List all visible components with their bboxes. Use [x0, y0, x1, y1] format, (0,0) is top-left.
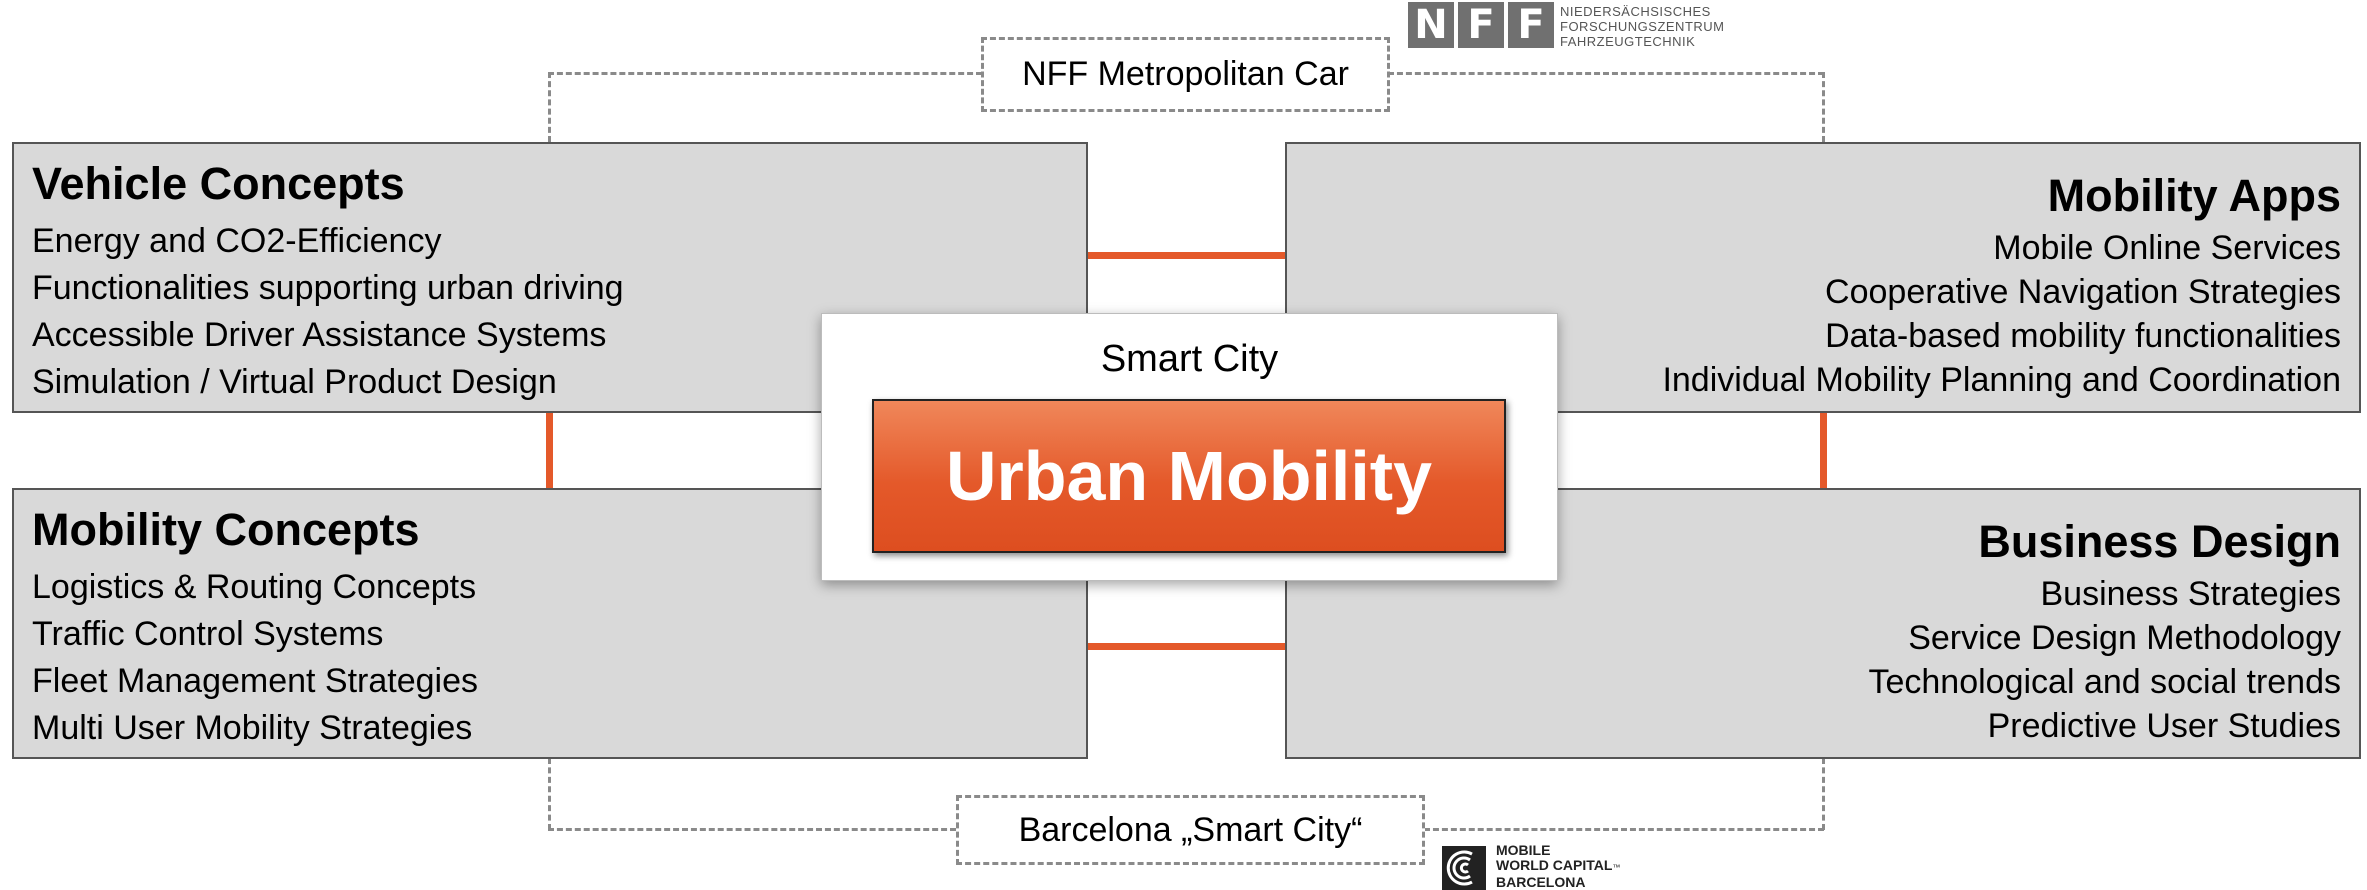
nff-letter-f1: F [1458, 2, 1504, 48]
dashed-connector-top-left [548, 72, 551, 142]
top-label-box: NFF Metropolitan Car [981, 37, 1390, 112]
list-item: Data-based mobility functionalities [1825, 317, 2341, 355]
bottom-label-box: Barcelona „Smart City“ [956, 795, 1425, 865]
mwc-logo-line: WORLD CAPITAL [1496, 857, 1613, 873]
list-item: Technological and social trends [1868, 663, 2341, 701]
list-item: Multi User Mobility Strategies [32, 709, 473, 747]
dashed-connector-bottom-left [548, 758, 551, 830]
nff-logo-text: NIEDERSÄCHSISCHES FORSCHUNGSZENTRUM FAHR… [1560, 4, 1725, 49]
connector-top [1085, 252, 1288, 259]
connector-left [546, 410, 553, 490]
business-design-title: Business Design [1978, 516, 2341, 567]
nff-letter-n: N [1408, 2, 1454, 48]
list-item: Business Strategies [2040, 575, 2342, 613]
center-subtitle: Smart City [1100, 338, 1279, 380]
mwc-logo-tm: ™ [1612, 863, 1621, 872]
list-item: Mobile Online Services [1993, 229, 2341, 267]
dashed-connector-bottom-right [1822, 758, 1825, 830]
list-item: Predictive User Studies [1987, 707, 2341, 745]
list-item: Energy and CO2-Efficiency [32, 222, 442, 260]
dashed-connector-top-right [1822, 72, 1825, 142]
nff-logo-line: FAHRZEUGTECHNIK [1560, 34, 1696, 49]
dashed-connector-bottom-right-h [1424, 828, 1824, 831]
list-item: Logistics & Routing Concepts [32, 568, 477, 606]
list-item: Accessible Driver Assistance Systems [32, 316, 607, 354]
list-item: Individual Mobility Planning and Coordin… [1662, 361, 2341, 399]
nff-letter-f2: F [1508, 2, 1554, 48]
connector-bottom [1085, 643, 1288, 650]
mwc-logo-line: MOBILE [1496, 842, 1551, 858]
mobility-concepts-title: Mobility Concepts [32, 504, 420, 555]
connector-right [1820, 410, 1827, 490]
list-item: Simulation / Virtual Product Design [32, 363, 557, 401]
vehicle-concepts-box: Vehicle Concepts Energy and CO2-Efficien… [12, 142, 1088, 413]
mwc-logo-text: MOBILE WORLD CAPITAL™ BARCELONA [1496, 843, 1620, 890]
center-card: Smart City Urban Mobility [821, 313, 1558, 581]
vehicle-concepts-title: Vehicle Concepts [32, 158, 405, 209]
list-item: Traffic Control Systems [32, 615, 384, 653]
mwc-logo-line: BARCELONA [1496, 874, 1586, 890]
list-item: Cooperative Navigation Strategies [1825, 273, 2341, 311]
center-title: Urban Mobility [945, 437, 1433, 515]
nff-logo-line: NIEDERSÄCHSISCHES [1560, 4, 1711, 19]
dashed-connector-top-right-h [1388, 72, 1824, 75]
dashed-connector-bottom-left-h [548, 828, 956, 831]
bottom-label: Barcelona „Smart City“ [1018, 810, 1363, 849]
top-label: NFF Metropolitan Car [1022, 55, 1349, 93]
dashed-connector-top-left-h [548, 72, 982, 75]
list-item: Fleet Management Strategies [32, 662, 479, 700]
nff-logo-line: FORSCHUNGSZENTRUM [1560, 19, 1725, 34]
list-item: Functionalities supporting urban driving [32, 269, 624, 307]
mwc-logo-mark [1442, 846, 1486, 890]
center-title-box: Urban Mobility [872, 399, 1506, 553]
list-item: Service Design Methodology [1908, 619, 2341, 657]
mobility-apps-title: Mobility Apps [2047, 170, 2341, 221]
